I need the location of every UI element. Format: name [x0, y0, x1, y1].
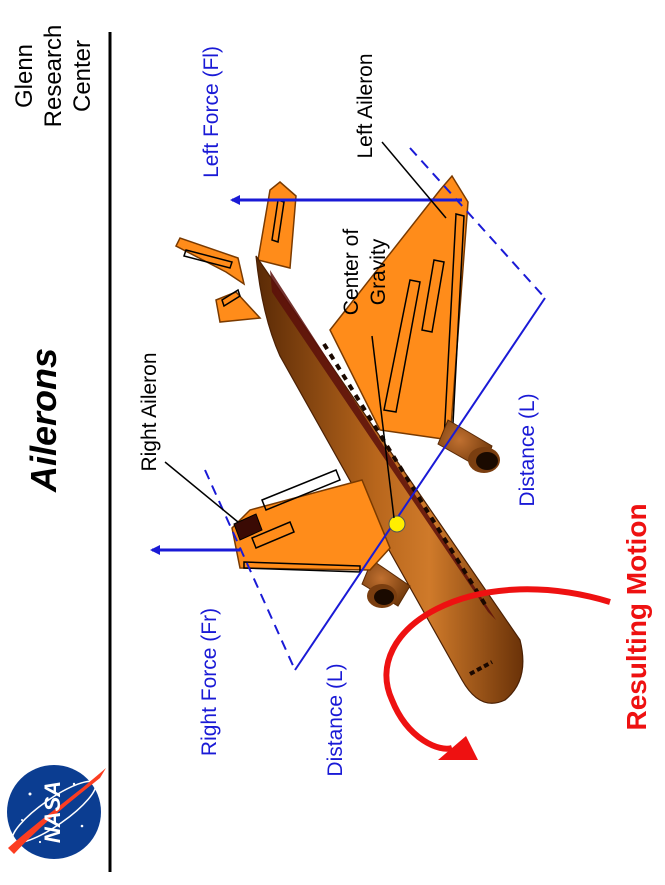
page-title: Ailerons — [23, 348, 64, 493]
right-wing — [231, 479, 391, 571]
nasa-meatball-logo-icon: NASA — [7, 765, 106, 859]
left-wing — [329, 174, 469, 441]
right-dashed-line — [204, 469, 296, 671]
window-line — [322, 342, 488, 608]
right-stabilizer — [215, 291, 262, 323]
distance-label-left: Distance (L) — [516, 393, 539, 506]
org-line-3: Center — [69, 40, 96, 112]
right-aileron-label: Right Aileron — [138, 352, 161, 471]
cg-label-line-2: Gravity — [367, 238, 390, 305]
right-wing-flap-2 — [251, 521, 295, 549]
stabilizer-elevator — [271, 199, 285, 243]
left-wing-flap-2 — [421, 259, 445, 333]
left-engine — [437, 419, 500, 473]
resulting-motion-arrow — [383, 586, 611, 760]
tail-rudder — [183, 249, 233, 269]
distance-label-right: Distance (L) — [324, 663, 347, 776]
left-stabilizer — [257, 181, 297, 269]
left-force-label: Left Force (Fl) — [200, 46, 223, 178]
center-of-gravity-marker — [388, 515, 406, 533]
left-aileron-leader — [381, 141, 447, 219]
cg-leader-line — [371, 335, 395, 519]
tail-fin — [174, 237, 246, 286]
right-wing-flap-1 — [261, 469, 341, 511]
org-line-1: Glenn — [11, 44, 38, 108]
logo-text: NASA — [40, 781, 65, 843]
cg-label-line-1: Center of — [340, 229, 363, 316]
org-name: Glenn Research Center — [11, 25, 96, 128]
right-aileron-leader — [164, 461, 239, 523]
left-wing-flap-1 — [383, 279, 421, 413]
right-force-label: Right Force (Fr) — [198, 608, 221, 756]
resulting-motion-label: Resulting Motion — [621, 503, 652, 730]
stabilizer-tab — [221, 288, 241, 308]
right-aileron-surface — [233, 513, 263, 541]
org-line-2: Research — [40, 25, 67, 128]
cockpit-window — [469, 660, 493, 676]
right-engine — [361, 559, 411, 608]
distance-geometry — [204, 147, 546, 671]
left-aileron-label: Left Aileron — [354, 53, 377, 158]
distance-line — [294, 297, 546, 671]
